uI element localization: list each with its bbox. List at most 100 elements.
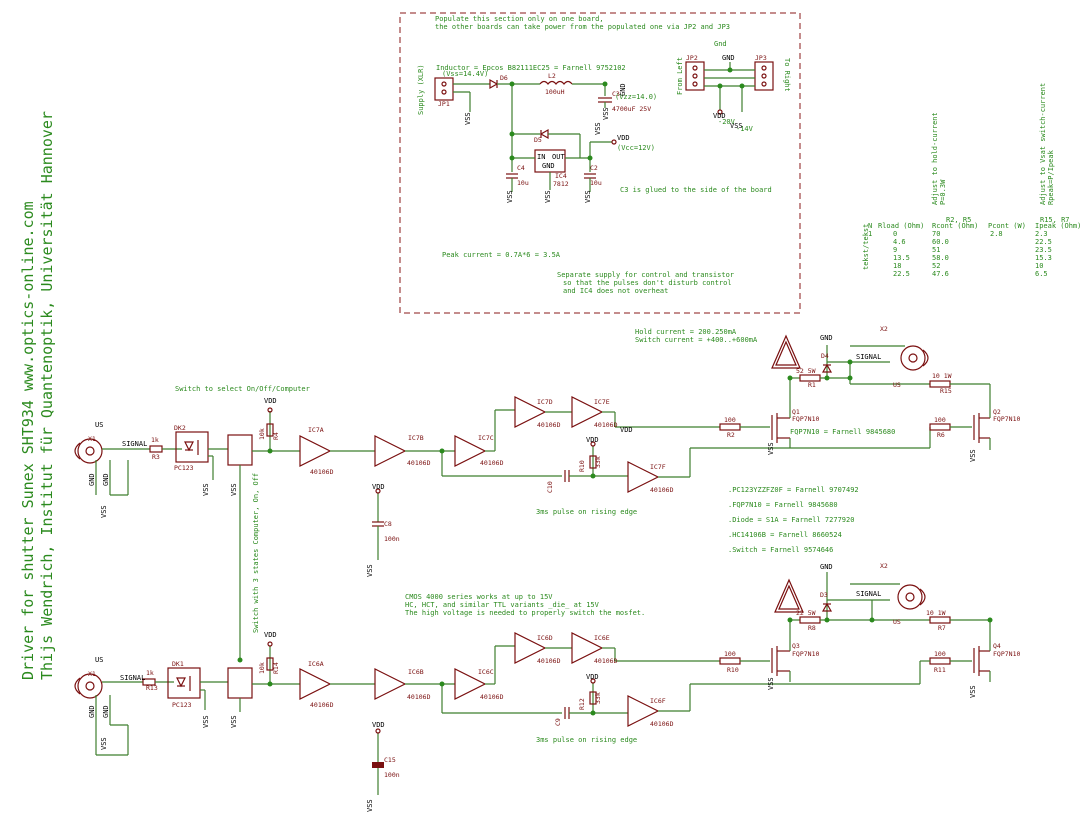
vss-label-d: VSS <box>584 190 592 203</box>
top-ic7d-label: IC7D <box>537 398 553 406</box>
top-q1-label: Q1 <box>792 408 800 416</box>
top-dk2-label: DK2 <box>174 424 186 432</box>
c2-value: 10u <box>590 179 602 187</box>
top-vss-bnc: VSS <box>100 505 108 518</box>
gnd-jp-label: Gnd <box>714 40 727 48</box>
top-us-label: US <box>95 421 103 429</box>
adjust-hold-1: Adjust to hold-current <box>931 112 939 205</box>
v20-label: -20V <box>718 118 736 126</box>
top-r15-value: 10 1W <box>932 372 952 380</box>
top-vdd-ic7: VDD <box>620 426 633 434</box>
table-cell: 22.5 <box>893 270 910 278</box>
top-ic7d-value: 40106D <box>537 421 561 429</box>
top-r1-value: 52 5W <box>796 367 816 375</box>
c3-label: C3 <box>612 90 620 98</box>
top-ic7a-value: 40106D <box>310 468 334 476</box>
part-diode: .Diode = S1A = Farnell 7277920 <box>728 516 854 524</box>
top-q2-value: FQP7N10 <box>993 415 1020 423</box>
table-cell: 13.5 <box>893 254 910 262</box>
table-cell: 0 <box>893 230 897 238</box>
top-gnd-bnc-a: GND <box>88 473 96 486</box>
c3-value: 4700uF 25V <box>612 105 651 113</box>
table-cell: 52 <box>932 262 940 270</box>
vcc12-label: (Vcc=12V) <box>617 144 655 152</box>
top-vss-q2: VSS <box>969 449 977 462</box>
power-note-1: Populate this section only on one board, <box>435 15 604 23</box>
top-vdd-r10: VDD <box>586 436 599 444</box>
table-h-rcont: Rcont (Ohm) <box>932 222 978 230</box>
jp1-label: JP1 <box>438 100 450 108</box>
bot-vss-q4: VSS <box>969 685 977 698</box>
top-vss-q1: VSS <box>767 442 775 455</box>
bot-vdd-c15: VDD <box>372 721 385 729</box>
bot-ic6c-label: IC6C <box>478 668 494 676</box>
d6-label: D6 <box>500 74 508 82</box>
bot-signal-label: SIGNAL <box>120 674 145 682</box>
table-h-n: N <box>868 222 872 230</box>
d5-label: D5 <box>534 136 542 144</box>
top-r15-label: R15 <box>940 387 952 395</box>
top-gnd-d4: GND <box>820 334 833 342</box>
bot-vss-c15: VSS <box>366 799 374 812</box>
top-c8-label: C8 <box>384 520 392 528</box>
bot-q4-label: Q4 <box>993 642 1001 650</box>
gnd-jp-net: GND <box>722 54 735 62</box>
cmos-note-2: HC, HCT, and similar TTL variants _die_ … <box>405 601 600 609</box>
ic4-gnd: GND <box>542 162 555 170</box>
bot-r11-value: 100 <box>934 650 946 658</box>
top-r4-value: 10k <box>258 428 266 440</box>
bot-ic6a-label: IC6A <box>308 660 324 668</box>
bot-q3-label: Q3 <box>792 642 800 650</box>
top-ic7b-value: 40106D <box>407 459 431 467</box>
top-ic7a-label: IC7A <box>308 426 324 434</box>
vss-label-f: VSS <box>594 122 602 135</box>
bot-gnd-bnc-b: GND <box>102 705 110 718</box>
top-d4-label: D4 <box>821 352 829 360</box>
top-signal-x2: SIGNAL <box>856 353 881 361</box>
power-section-frame <box>399 12 801 314</box>
table-cell: 9 <box>893 246 897 254</box>
table-cell: 1 <box>868 230 872 238</box>
switch-select-note: Switch to select On/Off/Computer <box>175 385 310 393</box>
top-vss-sw: VSS <box>230 483 238 496</box>
bot-c15-value: 100n <box>384 771 400 779</box>
top-x1-label: X1 <box>88 435 96 443</box>
switch-states-note: Switch with 3 states Computer, On, Off <box>252 473 260 633</box>
top-r2-label: R2 <box>727 431 735 439</box>
to-right-label: To Right <box>783 58 791 92</box>
ic4-out: OUT <box>552 153 565 161</box>
bot-r14-label: R14 <box>272 662 280 674</box>
table-cell: 18 <box>893 262 901 270</box>
bot-us-right: US <box>893 618 901 626</box>
bot-vdd-r14: VDD <box>264 631 277 639</box>
top-vss-c8: VSS <box>366 564 374 577</box>
jp2-jp3-connectors <box>685 61 774 115</box>
bottom-channel-labels: US X1 SIGNAL 1k R13 DK1 PC123 R14 10k VD… <box>88 562 1020 812</box>
bot-gnd-bnc-a: GND <box>88 705 96 718</box>
table-cell: 58.0 <box>932 254 949 262</box>
bot-gnd-d3: GND <box>820 563 833 571</box>
bot-signal-right: SIGNAL <box>856 590 881 598</box>
bot-vss-sw: VSS <box>230 715 238 728</box>
top-r6-value: 100 <box>934 416 946 424</box>
top-ic7c-label: IC7C <box>478 434 494 442</box>
top-x2-label: X2 <box>880 325 888 333</box>
top-ic7e-label: IC7E <box>594 398 610 406</box>
table-cell: 22.5 <box>1035 238 1052 246</box>
top-fqp-note: FQP7N10 = Farnell 9845680 <box>790 428 895 436</box>
l2-label: L2 <box>548 72 556 80</box>
vss-jp-label: VSS <box>730 122 743 130</box>
top-c8-value: 100n <box>384 535 400 543</box>
bot-vss-bnc: VSS <box>100 737 108 750</box>
top-r2-value: 100 <box>724 416 736 424</box>
bot-vss-q3: VSS <box>767 677 775 690</box>
table-r5-label: R2, R5 <box>946 216 971 224</box>
cmos-note-3: The high voltage is needed to properly s… <box>405 609 645 617</box>
table-cell: 2.3 <box>1035 230 1048 238</box>
top-q1-value: FQP7N10 <box>792 415 819 423</box>
bot-pc123-label: PC123 <box>172 701 192 709</box>
table-h-ipeak: Ipeak (Ohm) <box>1035 222 1081 230</box>
c4-value: 10u <box>517 179 529 187</box>
table-cell: 10 <box>1035 262 1043 270</box>
